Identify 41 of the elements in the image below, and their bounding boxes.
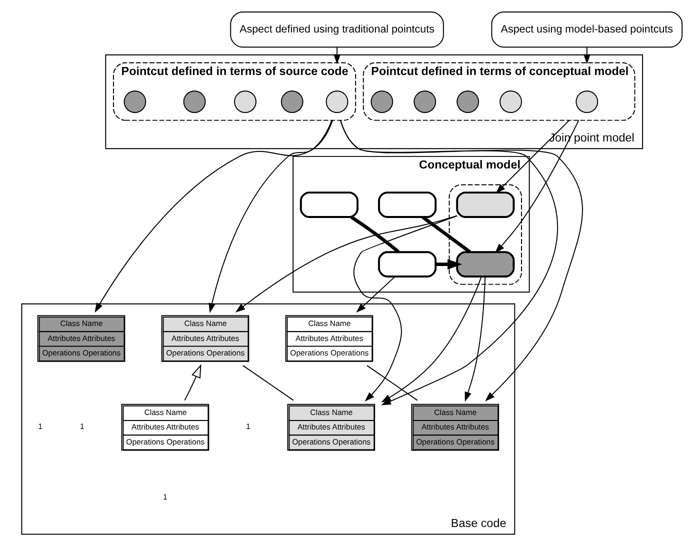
cluster: Conceptual model (292, 156, 530, 293)
label: 1 (162, 492, 167, 502)
node-circle (413, 90, 436, 113)
cluster: Pointcut defined in terms of conceptual model (362, 62, 635, 121)
node-box: Aspect defined using traditional pointcuts (230, 11, 444, 48)
arrow (184, 364, 201, 401)
node-circle (370, 90, 393, 113)
arrow (94, 120, 333, 313)
cluster: Pointcut defined in terms of source code (112, 62, 356, 121)
node-box (378, 251, 436, 278)
node-box (299, 192, 358, 218)
arrow (333, 46, 340, 64)
node-circle (325, 90, 348, 113)
connector (421, 216, 471, 254)
connector (242, 365, 294, 401)
arrow (356, 276, 396, 313)
node-box: Aspect using model-based pointcuts (490, 11, 682, 48)
arrow (495, 120, 570, 194)
node-circle (182, 90, 206, 113)
node-circle (123, 90, 146, 113)
node-box (456, 192, 514, 218)
node-circle (234, 90, 256, 113)
arrow (464, 276, 486, 402)
node-box (456, 251, 514, 278)
arrow (234, 215, 457, 312)
node-circle (575, 90, 598, 113)
label: 1 (80, 422, 84, 432)
label: 1 (38, 422, 42, 432)
connector (366, 365, 418, 401)
node-circle (456, 90, 479, 113)
arrow (380, 276, 482, 403)
connector (350, 216, 400, 254)
node-circle (280, 90, 303, 113)
arrow (352, 215, 458, 402)
arrow (208, 120, 332, 314)
node-circle (499, 90, 522, 113)
arrow (435, 259, 462, 270)
label: 1 (246, 422, 250, 432)
node-box (378, 192, 436, 218)
arrow (583, 46, 590, 64)
arrow (494, 120, 579, 254)
